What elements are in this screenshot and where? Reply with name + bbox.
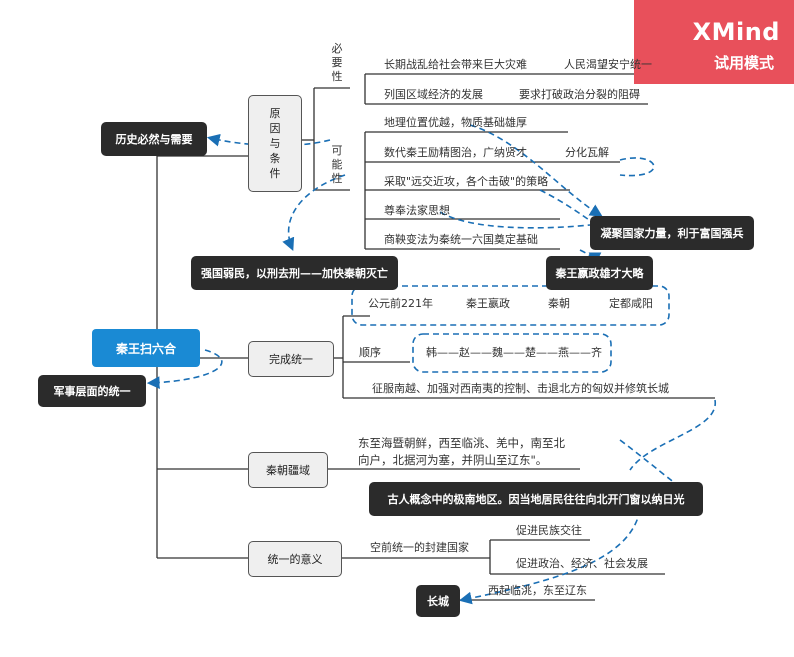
timeline-ruler: 秦王嬴政 [466,297,510,310]
callout-ruler-talent[interactable]: 秦王嬴政雄才大略 [546,256,653,290]
trial-mode-text: 试用模式 [713,54,774,72]
possibility-item-2: 数代秦王励精图治，广纳贤才 [384,146,527,159]
territory-text-line1: 东至海暨朝鲜，西至临洮、羌中，南至北 [358,436,565,450]
reasons-node[interactable]: 原因与条件 [248,95,302,192]
timeline-capital: 定都咸阳 [609,297,653,310]
conquest-order: 韩——赵——魏——楚——燕——齐 [426,346,602,359]
order-label: 顺序 [359,346,381,359]
significance-main: 空前统一的封建国家 [370,541,469,554]
callout-national-strength[interactable]: 凝聚国家力量，利于富国强兵 [590,216,754,250]
wall-note: 西起临洮，东至辽东 [488,584,587,597]
possibility-label: 可能性 [331,144,343,185]
necessity-label: 必要性 [331,42,343,83]
xmind-trial-badge: XMind 试用模式 [634,0,794,84]
territory-node[interactable]: 秦朝疆域 [248,452,328,488]
necessity-item-2: 列国区域经济的发展 [384,88,483,101]
callout-military-unification[interactable]: 军事层面的统一 [38,375,146,407]
possibility-item-1: 地理位置优越，物质基础雄厚 [384,116,527,129]
reasons-label: 原因与条件 [269,107,281,180]
callout-history-necessity[interactable]: 历史必然与需要 [101,122,207,156]
significance-item-2: 促进政治、经济、社会发展 [516,557,648,570]
possibility-item-3: 采取"远交近攻，各个击破"的策略 [384,175,549,188]
timeline-dynasty: 秦朝 [548,297,570,310]
possibility-item-4: 尊奉法家思想 [384,204,450,217]
necessity-note-1: 人民渴望安宁统一 [564,58,652,71]
callout-great-wall[interactable]: 长城 [416,585,460,617]
xmind-brand-text: XMind [692,18,780,46]
timeline-year: 公元前221年 [368,297,433,310]
central-topic[interactable]: 秦王扫六合 [92,329,200,367]
necessity-item-1: 长期战乱给社会带来巨大灾难 [384,58,527,71]
possibility-note-2: 分化瓦解 [565,146,609,159]
significance-node[interactable]: 统一的意义 [248,541,342,577]
territory-text-line2: 向户，北据河为塞，并阴山至辽东"。 [358,453,548,467]
possibility-item-5: 商鞅变法为秦统一六国奠定基础 [384,233,538,246]
callout-southern-region[interactable]: 古人概念中的极南地区。因当地居民往往向北开门窗以纳日光 [369,482,703,516]
significance-item-1: 促进民族交往 [516,524,582,537]
expansion-text: 征服南越、加强对西南夷的控制、击退北方的匈奴并修筑长城 [372,382,669,395]
unification-node[interactable]: 完成统一 [248,341,334,377]
callout-legalism-downfall[interactable]: 强国弱民，以刑去刑——加快秦朝灭亡 [191,256,398,290]
necessity-note-2: 要求打破政治分裂的阻碍 [519,88,640,101]
